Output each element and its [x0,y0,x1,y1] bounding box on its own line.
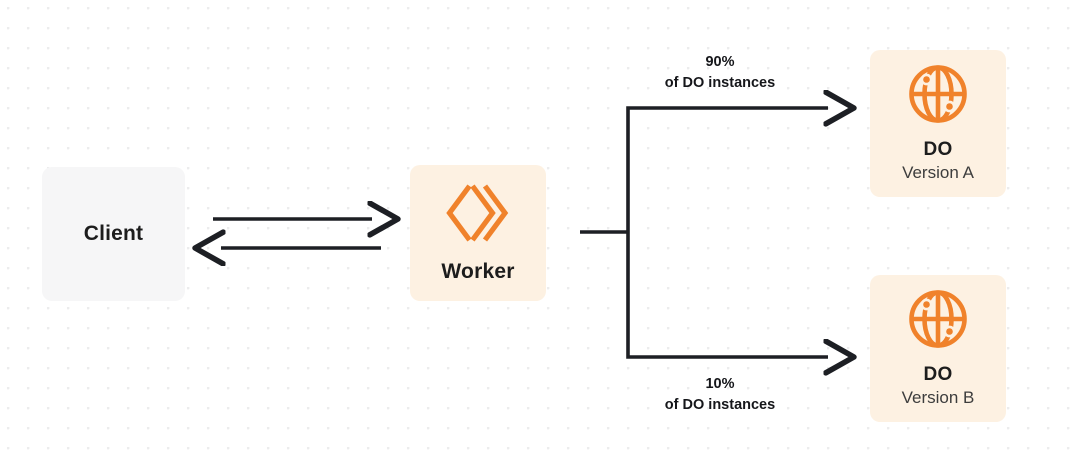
edge-worker-to-do-b [626,232,828,357]
globe-icon [907,288,969,350]
node-do-b-label: DO [923,364,953,386]
node-worker-label: Worker [441,260,515,283]
globe-icon [907,63,969,125]
node-do-b-sublabel: Version B [901,388,975,408]
node-client[interactable]: Client [42,167,185,301]
edge-label-do-b-percent: 10% [705,376,735,392]
node-client-label: Client [83,222,144,245]
edge-worker-to-do-a [626,108,828,232]
edge-label-do-b-text: of DO instances [664,397,776,414]
edge-label-do-a-percent: 90% [705,54,735,70]
edge-label-do-b: 10% of DO instances [620,374,820,416]
edge-label-do-a: 90% of DO instances [620,52,820,94]
edge-label-do-a-text: of DO instances [664,75,776,92]
node-do-a-sublabel: Version A [902,163,974,183]
node-worker[interactable]: Worker [410,165,546,301]
cloudflare-workers-icon [445,182,511,244]
node-do-b[interactable]: DO Version B [870,275,1006,422]
node-do-a-label: DO [923,139,953,161]
node-do-a[interactable]: DO Version A [870,50,1006,197]
